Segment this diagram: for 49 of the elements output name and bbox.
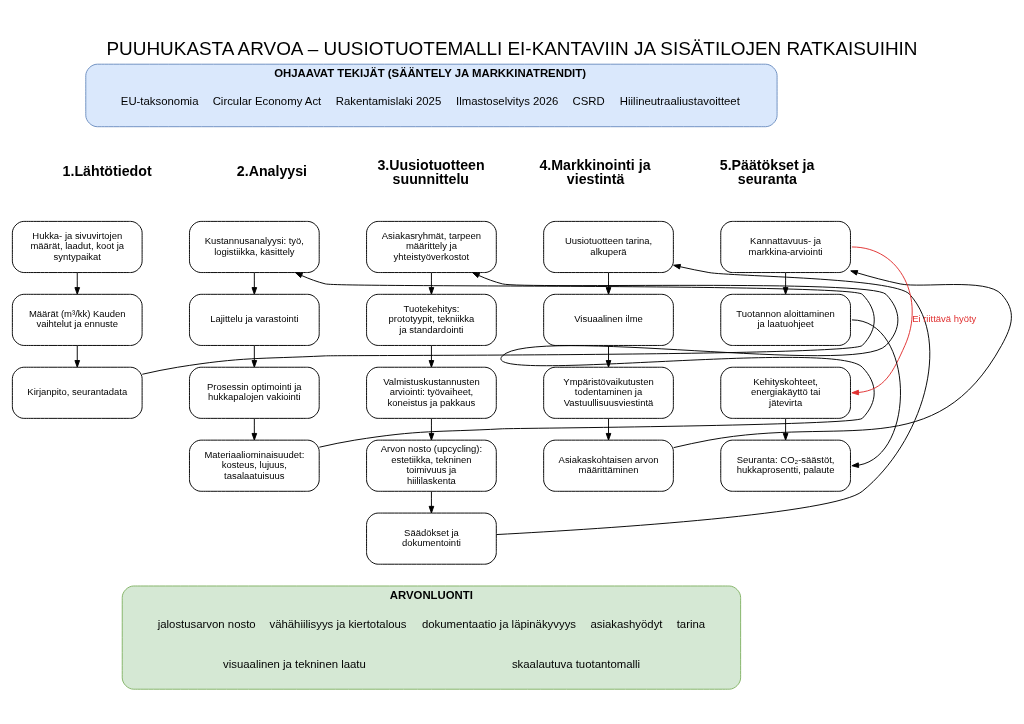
node-box: Tuotannon aloittaminen ja laatuohjeet bbox=[720, 293, 851, 346]
label: 1.Lähtötiedot bbox=[62, 162, 152, 179]
arrow bbox=[74, 271, 81, 295]
label: 4.Markkinointi ja viestintä bbox=[539, 156, 651, 187]
node-box: Kehityskohteet, energiakäyttö tai jätevirta bbox=[720, 366, 851, 419]
node-box: Tuotekehitys: prototyypit, tekniikka ja standardointi bbox=[366, 293, 497, 346]
node-box: Arvon nosto (upcycling): estetiikka, tekninen toimivuus ja hiililaskenta bbox=[366, 439, 497, 492]
node-box: Seuranta: CO₂-säästöt, hukkaprosentti, palaute bbox=[720, 439, 851, 492]
label: 3.Uusiotuotteen suunnittelu bbox=[377, 156, 485, 187]
arrow bbox=[141, 271, 875, 375]
arrow bbox=[782, 271, 789, 295]
node-box: Säädökset ja dokumentointi bbox=[366, 512, 497, 565]
arrow bbox=[251, 344, 258, 368]
arrow bbox=[605, 417, 612, 441]
arrow bbox=[605, 344, 612, 368]
node-box: Visuaalinen ilme bbox=[543, 293, 674, 346]
diagram-title: PUUHUKASTA ARVOA – UUSIOTUOTEMALLI EI-KANTAVIIN JA SISÄTILOJEN RATKAISUIHIN bbox=[106, 37, 918, 59]
arrow bbox=[428, 271, 435, 295]
node-box: Materiaaliominaisuudet: kosteus, lujuus, tasalaatuisuus bbox=[189, 439, 320, 492]
node-box: Lajittelu ja varastointi bbox=[189, 293, 320, 346]
arrow bbox=[851, 318, 901, 468]
node-box: Kustannusanalyysi: työ, logistiikka, käsittely bbox=[189, 220, 320, 273]
arrow bbox=[605, 271, 612, 295]
arrow bbox=[251, 417, 258, 441]
edge-label: Ei riittävä hyöty bbox=[912, 312, 977, 324]
label: 5.Päätökset ja seuranta bbox=[719, 156, 815, 187]
node-box: Ympäristövaikutusten todentaminen ja Vastuullisuusviestintä bbox=[543, 366, 674, 419]
node-box: Prosessin optimointi ja hukkapalojen vakiointi bbox=[189, 366, 320, 419]
arrow bbox=[428, 490, 435, 513]
arrow bbox=[74, 344, 81, 368]
label: 2.Analyysi bbox=[236, 162, 308, 179]
node-box: Kannattavuus- ja markkina-arviointi bbox=[720, 220, 851, 273]
node-box: Määrät (m³/kk) Kauden vaihtelut ja ennuste bbox=[11, 293, 143, 346]
arrow bbox=[428, 344, 435, 368]
arrow bbox=[782, 417, 789, 441]
node-box: Valmistuskustannusten arviointi: työvaiheet, koneistus ja pakkaus bbox=[366, 366, 497, 419]
arrow bbox=[318, 271, 899, 448]
arrow bbox=[673, 269, 1012, 448]
node-box: OHJAAVAT TEKIJÄT (SÄÄNTELY JA MARKKINATRENDIT) EU-taksonomia Circular Economy Act Rakentamislaki 2025 Ilmastoselvitys 2026 CSRD Hiilineutraaliustavoitteet bbox=[85, 63, 778, 127]
node-box: Kirjanpito, seurantadata bbox=[11, 366, 143, 419]
arrow bbox=[428, 417, 435, 441]
arrow bbox=[251, 271, 258, 295]
arrow bbox=[496, 263, 931, 535]
node-box: Asiakasryhmät, tarpeen määrittely ja yhteistyöverkostot bbox=[366, 220, 497, 273]
node-box: Hukka- ja sivuvirtojen määrät, laadut, koot ja syntypaikat bbox=[11, 220, 143, 273]
arrow bbox=[851, 246, 913, 395]
node-box: Uusiotuotteen tarina, alkuperä bbox=[543, 220, 674, 273]
node-box: Asiakaskohtaisen arvon määrittäminen bbox=[543, 439, 674, 492]
node-box: ARVONLUONTI jalostusarvon nosto vähähiilisyys ja kiertotalous dokumentaatio ja läpinäkyvyys asiakashyödyt tarina visuaalinen ja tekninen laatu skaalautuva tuotantomalli bbox=[121, 585, 742, 690]
